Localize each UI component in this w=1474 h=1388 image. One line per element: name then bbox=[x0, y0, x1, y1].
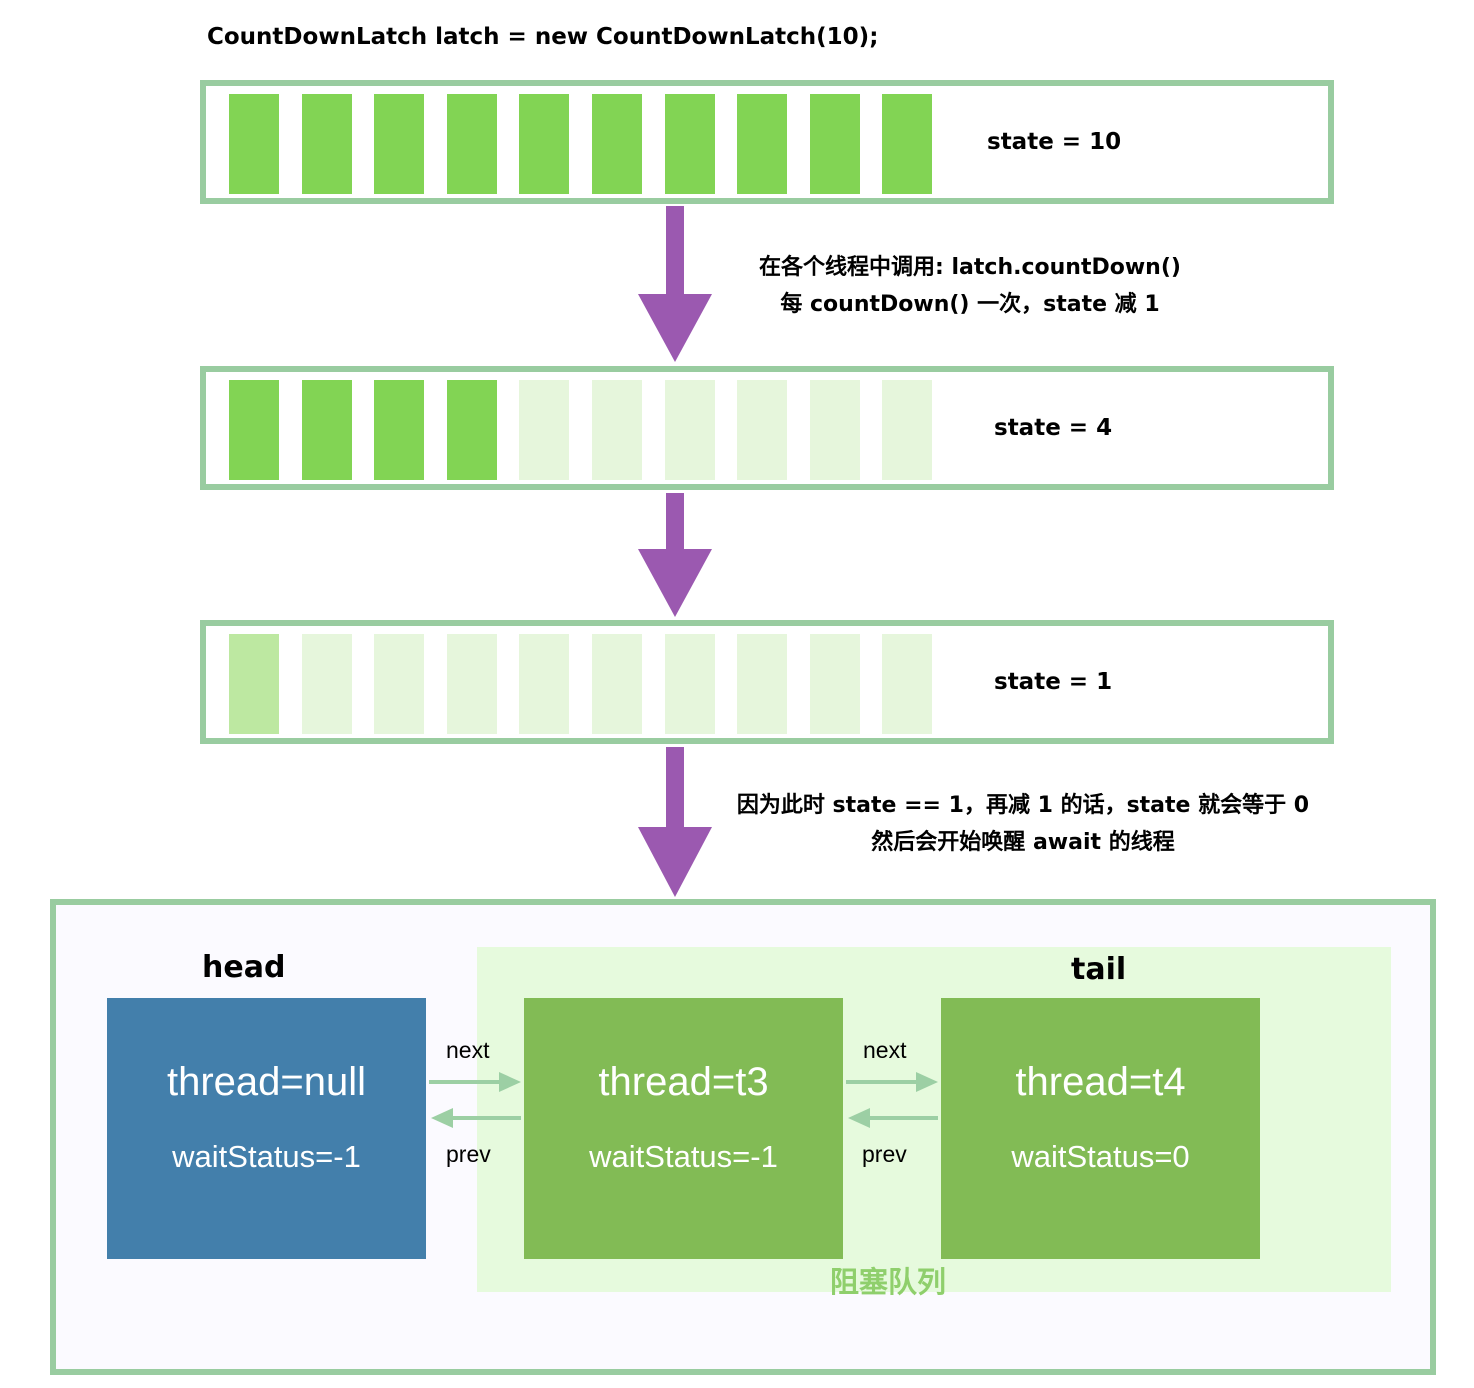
latch-cell-active bbox=[374, 380, 425, 480]
latch-cell-active bbox=[592, 94, 642, 194]
tail-label: tail bbox=[1071, 952, 1127, 987]
code-title: CountDownLatch latch = new CountDownLatc… bbox=[207, 24, 879, 50]
prev-label: prev bbox=[446, 1141, 491, 1167]
latch-cell-active bbox=[446, 94, 497, 194]
latch-cell-inactive bbox=[809, 380, 860, 480]
latch-cell-half bbox=[229, 634, 279, 734]
link-arrows bbox=[429, 1072, 521, 1128]
head-label: head bbox=[202, 950, 286, 985]
latch-cell-active bbox=[809, 94, 860, 194]
latch-cell-inactive bbox=[374, 634, 425, 734]
next-arrow bbox=[846, 1072, 938, 1092]
latch-cell-active bbox=[519, 94, 570, 194]
latch-cell-inactive bbox=[882, 380, 933, 480]
latch-cell-active bbox=[446, 380, 497, 480]
node-thread: thread=null bbox=[166, 1060, 367, 1104]
head-node: thread=null waitStatus=-1 bbox=[107, 998, 426, 1259]
prev-arrow bbox=[431, 1108, 521, 1128]
latch-cell-active bbox=[229, 380, 279, 480]
latch-cell-active bbox=[664, 94, 715, 194]
latch-cell-inactive bbox=[519, 380, 570, 480]
latch-cell-inactive bbox=[446, 634, 497, 734]
latch-cell-inactive bbox=[664, 380, 715, 480]
node-thread: thread=t3 bbox=[598, 1060, 769, 1104]
latch-cell-active bbox=[301, 380, 352, 480]
state-label: state = 10 bbox=[987, 129, 1122, 155]
state-box-4: state = 4 bbox=[200, 366, 1334, 490]
next-label: next bbox=[446, 1037, 490, 1063]
queue-node-t4: thread=t4 waitStatus=0 bbox=[941, 998, 1260, 1259]
latch-cell-active bbox=[374, 94, 425, 194]
latch-cell-inactive bbox=[664, 634, 715, 734]
wake-caption: 因为此时 state == 1，再减 1 的话，state 就会等于 0 然后会… bbox=[718, 787, 1328, 861]
prev-label: prev bbox=[862, 1141, 907, 1167]
latch-cell-active bbox=[737, 94, 788, 194]
link-arrows bbox=[846, 1072, 938, 1128]
down-arrow bbox=[638, 206, 712, 362]
latch-cell-inactive bbox=[809, 634, 860, 734]
down-arrow bbox=[638, 747, 712, 897]
countdown-caption-line2: 每 countDown() 一次，state 减 1 bbox=[780, 292, 1160, 317]
state-box-1: state = 1 bbox=[200, 620, 1334, 744]
node-thread: thread=t4 bbox=[1015, 1060, 1186, 1104]
latch-cell-active bbox=[301, 94, 352, 194]
countdown-caption: 在各个线程中调用: latch.countDown() 每 countDown(… bbox=[720, 249, 1220, 323]
latch-cell-inactive bbox=[519, 634, 570, 734]
latch-cell-inactive bbox=[301, 634, 352, 734]
latch-cell-inactive bbox=[737, 634, 788, 734]
wake-caption-line1: 因为此时 state == 1，再减 1 的话，state 就会等于 0 bbox=[736, 793, 1310, 818]
countdown-caption-line1: 在各个线程中调用: latch.countDown() bbox=[759, 255, 1181, 280]
state-label: state = 1 bbox=[994, 669, 1113, 695]
state-label: state = 4 bbox=[994, 415, 1113, 441]
latch-cell-active bbox=[882, 94, 933, 194]
latch-cell-inactive bbox=[592, 380, 642, 480]
latch-cell-active bbox=[229, 94, 279, 194]
node-wait-status: waitStatus=-1 bbox=[172, 1139, 361, 1174]
wake-caption-line2: 然后会开始唤醒 await 的线程 bbox=[871, 830, 1175, 855]
next-label: next bbox=[863, 1037, 907, 1063]
latch-cell-inactive bbox=[737, 380, 788, 480]
prev-arrow bbox=[848, 1108, 938, 1128]
latch-cell-inactive bbox=[592, 634, 642, 734]
latch-cell-inactive bbox=[882, 634, 933, 734]
queue-node-t3: thread=t3 waitStatus=-1 bbox=[524, 998, 843, 1259]
next-arrow bbox=[429, 1072, 521, 1092]
state-box-10: state = 10 bbox=[200, 80, 1334, 204]
down-arrow bbox=[638, 493, 712, 617]
node-wait-status: waitStatus=0 bbox=[1011, 1139, 1190, 1174]
node-wait-status: waitStatus=-1 bbox=[589, 1139, 778, 1174]
blocking-queue-label: 阻塞队列 bbox=[830, 1265, 947, 1299]
